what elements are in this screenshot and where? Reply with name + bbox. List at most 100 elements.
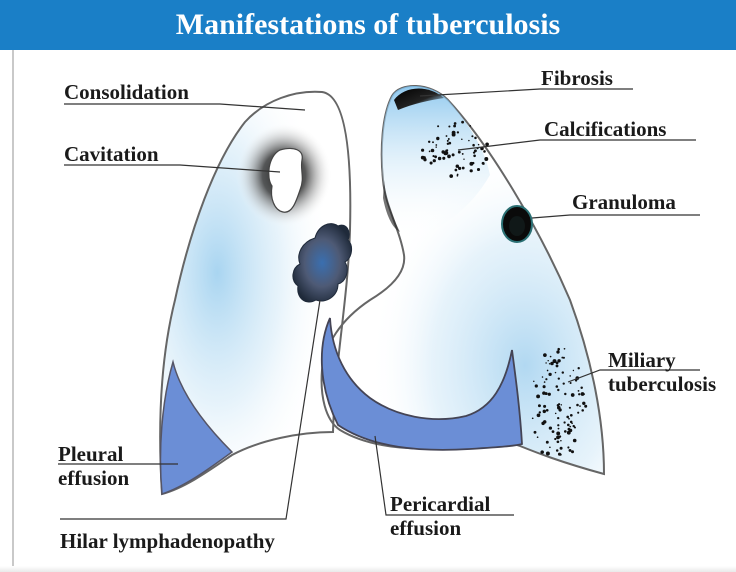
bottom-shadow	[0, 566, 736, 572]
miliary-nodule-dot	[560, 440, 561, 441]
calcification-dot	[447, 140, 449, 142]
label-pericardial-line1: Pericardial	[390, 492, 490, 516]
calcification-dot	[474, 137, 477, 140]
calcification-dot	[462, 167, 465, 170]
miliary-nodule-dot	[570, 414, 573, 417]
granuloma-core	[509, 216, 525, 236]
calcification-dot	[471, 135, 473, 137]
calcification-dot	[452, 153, 455, 156]
leader-granuloma	[532, 215, 700, 218]
miliary-nodule-dot	[569, 449, 572, 452]
label-pleural-line1: Pleural	[58, 442, 129, 466]
miliary-nodule-dot	[584, 405, 587, 408]
label-miliary-line2: tuberculosis	[608, 372, 716, 396]
label-hilar-lymphadenopathy: Hilar lymphadenopathy	[60, 529, 275, 553]
label-calcifications-text: Calcifications	[544, 117, 666, 141]
miliary-nodule-dot	[547, 370, 549, 372]
miliary-nodule-dot	[550, 356, 552, 358]
left-lung	[322, 86, 604, 474]
miliary-nodule-dot	[543, 385, 546, 388]
miliary-nodule-dot	[555, 413, 557, 415]
miliary-nodule-dot	[538, 404, 541, 407]
calcification-dot	[428, 141, 430, 143]
calcification-dot	[468, 140, 469, 141]
miliary-nodule-dot	[557, 440, 560, 443]
calcification-dot	[432, 141, 434, 143]
label-granuloma: Granuloma	[572, 190, 676, 214]
miliary-nodule-dot	[578, 367, 580, 369]
miliary-nodule-dot	[582, 402, 585, 405]
miliary-nodule-dot	[558, 377, 560, 379]
calcification-dot	[473, 154, 476, 157]
miliary-nodule-dot	[549, 363, 551, 365]
calcification-dot	[461, 121, 464, 124]
calcification-dot	[438, 157, 441, 160]
miliary-nodule-dot	[535, 384, 538, 387]
calcification-dot	[478, 144, 480, 146]
miliary-nodule-dot	[561, 404, 562, 405]
miliary-nodule-dot	[549, 426, 552, 429]
calcification-dot	[434, 155, 437, 158]
miliary-nodule-dot	[569, 407, 571, 409]
miliary-nodule-dot	[566, 416, 569, 419]
calcification-dot	[470, 169, 473, 172]
miliary-nodule-dot	[536, 394, 540, 398]
miliary-nodule-dot	[554, 438, 556, 440]
label-pleural-effusion: Pleural effusion	[58, 442, 129, 490]
miliary-nodule-dot	[583, 393, 585, 395]
miliary-nodule-dot	[532, 417, 534, 419]
miliary-nodule-dot	[546, 441, 549, 444]
calcification-dot	[472, 144, 475, 147]
miliary-nodule-dot	[569, 375, 571, 377]
miliary-nodule-dot	[546, 452, 550, 456]
miliary-nodule-dot	[564, 430, 567, 433]
miliary-nodule-dot	[552, 430, 555, 433]
miliary-nodule-dot	[556, 364, 559, 367]
calcification-dot	[457, 131, 459, 133]
label-consolidation: Consolidation	[64, 80, 189, 104]
miliary-nodule-dot	[533, 381, 534, 382]
calcification-dot	[469, 125, 471, 127]
leader-calcifications	[458, 140, 696, 150]
miliary-nodule-dot	[577, 412, 579, 414]
label-cavitation-text: Cavitation	[64, 142, 159, 166]
miliary-nodule-dot	[576, 404, 579, 407]
miliary-nodule-dot	[548, 373, 551, 376]
miliary-nodule-dot	[563, 421, 565, 423]
miliary-nodule-dot	[557, 359, 560, 362]
miliary-nodule-dot	[556, 350, 559, 353]
calcification-dot	[482, 148, 484, 150]
miliary-nodule-dot	[542, 391, 546, 395]
miliary-nodule-dot	[549, 447, 551, 449]
miliary-nodule-dot	[567, 432, 569, 434]
miliary-nodule-dot	[544, 381, 546, 383]
calcification-dot	[484, 157, 488, 161]
calcification-dot	[447, 143, 449, 145]
miliary-nodule-dot	[547, 360, 548, 361]
miliary-nodule-dot	[556, 436, 560, 440]
miliary-nodule-dot	[563, 382, 565, 384]
miliary-nodule-dot	[571, 393, 575, 397]
miliary-nodule-dot	[571, 450, 574, 453]
miliary-nodule-dot	[543, 410, 546, 413]
calcification-dot	[483, 163, 485, 165]
calcification-dot	[474, 149, 477, 152]
calcification-dot	[444, 151, 448, 155]
miliary-nodule-dot	[545, 362, 546, 363]
label-pleural-line2: effusion	[58, 466, 129, 490]
miliary-nodule-dot	[568, 428, 571, 431]
miliary-nodule-dot	[555, 372, 556, 373]
calcification-dot	[431, 149, 435, 153]
miliary-nodule-dot	[574, 427, 575, 428]
miliary-nodule-dot	[534, 431, 537, 434]
miliary-nodule-dot	[558, 428, 560, 430]
calcification-dot	[446, 135, 448, 137]
miliary-nodule-dot	[543, 405, 546, 408]
miliary-nodule-dot	[573, 370, 574, 371]
miliary-nodule-dot	[564, 393, 566, 395]
miliary-nodule-dot	[561, 357, 563, 359]
miliary-nodule-dot	[539, 411, 541, 413]
calcification-dot	[429, 151, 431, 153]
miliary-nodule-dot	[556, 385, 559, 388]
label-fibrosis: Fibrosis	[541, 66, 613, 90]
